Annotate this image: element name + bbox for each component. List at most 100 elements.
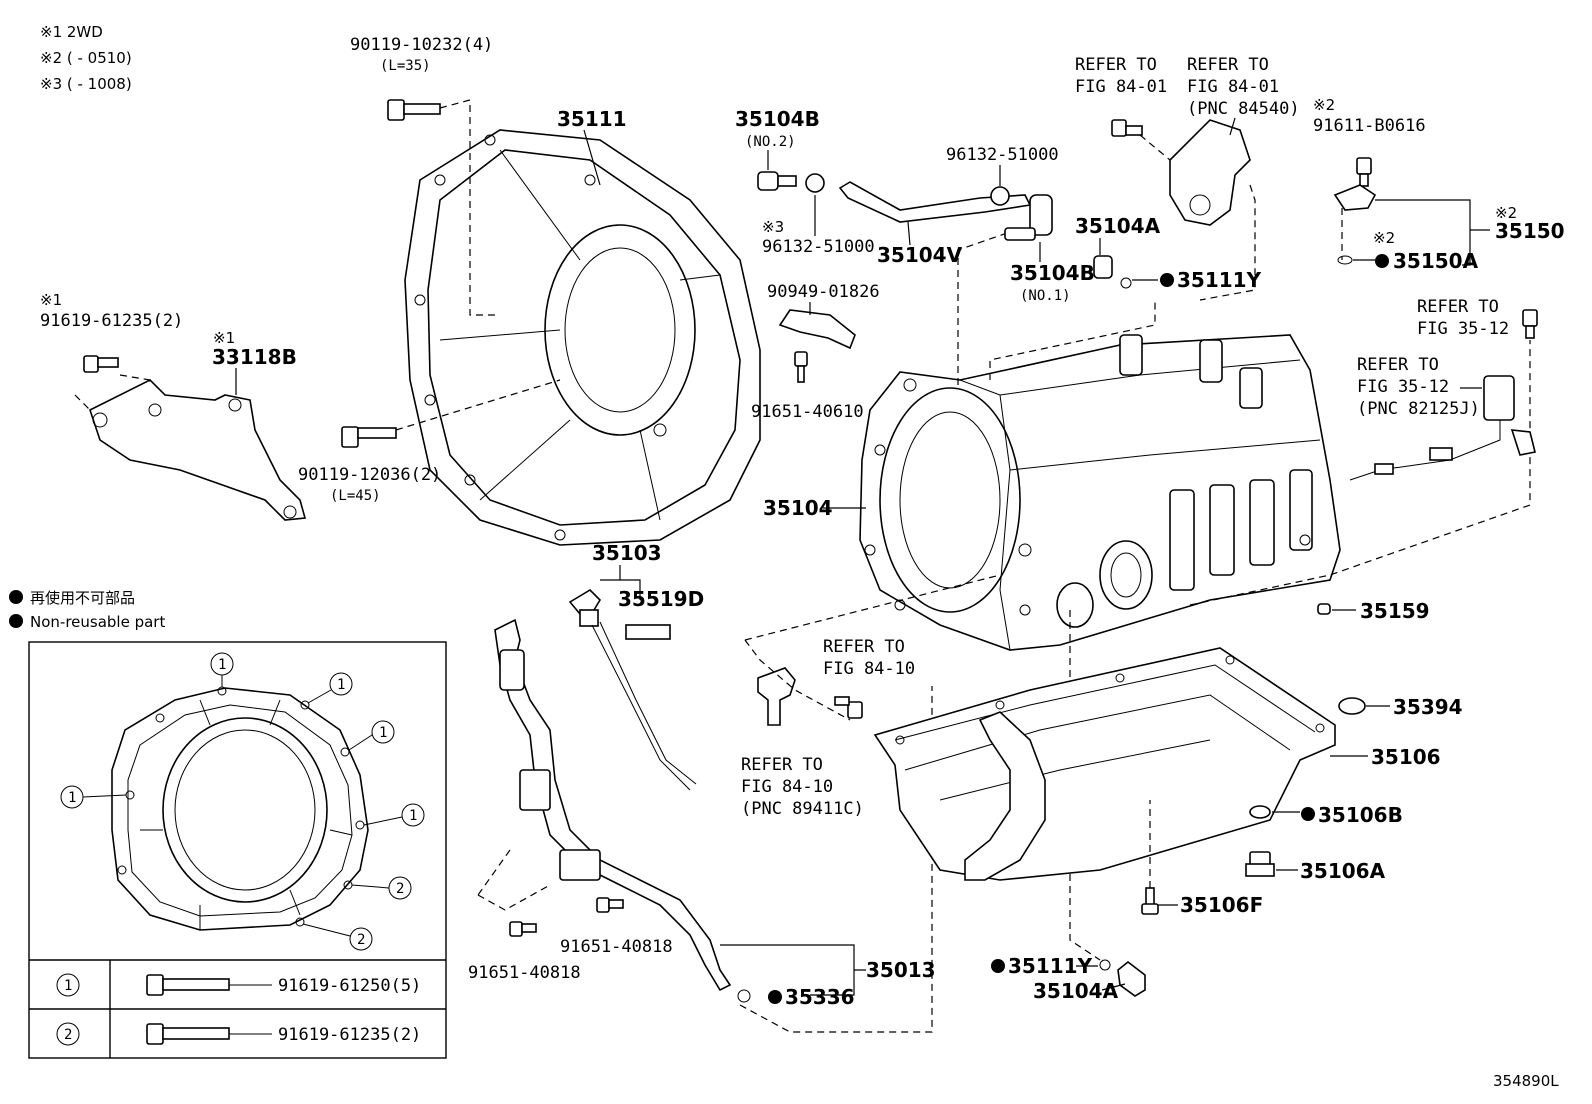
bolt-35106F	[1141, 887, 1159, 915]
label-90119-10232: 90119-10232(4)	[350, 35, 493, 55]
gasket-35106B	[1249, 805, 1271, 819]
drain-plug-35106A	[1245, 851, 1275, 877]
bolt-35-12	[1522, 309, 1538, 339]
label-35106F: 35106F	[1180, 893, 1263, 917]
o-ring-35111Y-bottom	[1099, 959, 1111, 971]
plug-35104A-top	[1093, 255, 1113, 279]
table-key-2	[56, 1022, 80, 1046]
clip-96132-b	[990, 186, 1010, 206]
bolt-91611-B0616	[1356, 157, 1372, 187]
fitting-35104B-no2	[757, 171, 797, 191]
bolt-90119-10232	[387, 99, 441, 121]
legend-jp: 再使用不可部品	[30, 589, 135, 607]
gasket-35394	[1338, 697, 1366, 715]
label-refer-84-01-b2: FIG 84-01	[1187, 77, 1279, 97]
inset-callout	[371, 720, 395, 744]
bellhousing-35111	[404, 129, 761, 546]
label-refer-84-01-b1: REFER TO	[1187, 55, 1269, 75]
mark-35150A: ※2	[1373, 229, 1395, 247]
inset-callout-label: 1	[379, 725, 387, 741]
mark-33118B: ※1	[213, 329, 235, 347]
label-35111Y-top: 35111Y	[1177, 268, 1262, 292]
label-35103: 35103	[592, 541, 662, 565]
bolt-sensor	[834, 696, 863, 719]
label-l45: (L=45)	[330, 488, 381, 504]
label-35159: 35159	[1360, 599, 1430, 623]
bolt-shank-1	[162, 978, 230, 991]
o-ring-35150A	[1337, 255, 1353, 265]
label-refer-84-01-a1: REFER TO	[1075, 55, 1157, 75]
label-refer-35-12-b2: FIG 35-12	[1357, 377, 1449, 397]
label-35104B-top: 35104B	[735, 107, 820, 131]
bracket-33118B	[89, 379, 307, 521]
non-reusable-dot-35106B	[1301, 807, 1315, 821]
label-refer-84-10-a1: REFER TO	[823, 637, 905, 657]
bracket-35150	[1333, 184, 1377, 211]
note-0510: ※2 ( - 0510)	[40, 49, 132, 67]
label-35519D: 35519D	[618, 587, 704, 611]
label-35106: 35106	[1371, 745, 1441, 769]
mark-96132-bottom: ※3	[762, 218, 784, 236]
fitting-35104B-no1	[1004, 194, 1053, 241]
note-1008: ※3 ( - 1008)	[40, 75, 132, 93]
label-35106B: 35106B	[1318, 803, 1403, 827]
legend-dot-jp	[9, 590, 23, 604]
label-35104A-top: 35104A	[1075, 214, 1161, 238]
footnotes: ※1 2WD ※2 ( - 0510) ※3 ( - 1008)	[40, 23, 132, 93]
mark-91619-61235: ※1	[40, 291, 62, 309]
bolt-91619-61235	[83, 355, 119, 373]
bolt-84-01	[1111, 119, 1143, 137]
hose-35104V	[838, 181, 1032, 223]
table-key-1	[56, 973, 80, 997]
switch-84540	[1169, 119, 1251, 226]
label-35104B-no1: (NO.1)	[1020, 288, 1071, 304]
label-35111: 35111	[557, 107, 627, 131]
label-35104B-no2: (NO.2)	[745, 134, 796, 150]
note-2wd: ※1 2WD	[40, 23, 103, 41]
bolt-91651-40610	[794, 351, 808, 383]
o-ring-35336	[737, 989, 751, 1003]
inset-callout-label: 1	[68, 790, 76, 806]
inset-callout-label: 1	[409, 808, 417, 824]
label-96132-top: 96132-51000	[946, 145, 1059, 165]
bolt-icon-1	[146, 974, 164, 996]
label-91619-61235-top: 91619-61235(2)	[40, 311, 183, 331]
inset-callout-label: 1	[218, 657, 226, 673]
plug-35159	[1317, 603, 1331, 615]
label-90949-01826: 90949-01826	[767, 282, 880, 302]
label-91651-40818-a: 91651-40818	[468, 963, 581, 983]
clip-96132-a	[805, 173, 825, 193]
label-96132-bottom: 96132-51000	[762, 237, 875, 257]
label-refer-35-12-b3: (PNC 82125J)	[1357, 399, 1480, 419]
label-91651-40818-b: 91651-40818	[560, 937, 673, 957]
label-refer-84-10-a2: FIG 84-10	[823, 659, 915, 679]
label-refer-84-10-b3: (PNC 89411C)	[741, 799, 864, 819]
label-35106A: 35106A	[1300, 859, 1386, 883]
inset-callout	[401, 803, 425, 827]
table-key-1-label: 1	[64, 978, 72, 994]
legend-dot-en	[9, 614, 23, 628]
label-35104A-bottom: 35104A	[1033, 979, 1119, 1003]
non-reusable-dot-35336	[768, 990, 782, 1004]
plug-35104A-bottom	[1117, 960, 1146, 997]
non-reusable-dot-35111Y-bottom	[991, 959, 1005, 973]
label-l35: (L=35)	[380, 58, 431, 74]
table-part-1: 91619-61250(5)	[278, 976, 421, 996]
inset-callout-label: 2	[357, 932, 365, 948]
label-90119-12036: 90119-12036(2)	[298, 465, 441, 485]
label-35336: 35336	[785, 985, 855, 1009]
inset-callout	[329, 672, 353, 696]
label-33118B: 33118B	[212, 345, 297, 369]
o-ring-35111Y-top	[1120, 277, 1132, 289]
label-35150A: 35150A	[1393, 249, 1479, 273]
label-35013: 35013	[866, 958, 936, 982]
bolt-90119-12036	[341, 426, 397, 448]
warning-label-box	[625, 624, 671, 640]
non-reusable-dot-35111Y-top	[1160, 273, 1174, 287]
label-35104V: 35104V	[877, 243, 963, 267]
inset-bolt-map: 1 1 1 1 1 2 2 1 91619-61250(5) 2 91619-6…	[28, 641, 447, 1059]
label-refer-35-12-a1: REFER TO	[1417, 297, 1499, 317]
non-reusable-dot-35150A	[1375, 254, 1389, 268]
